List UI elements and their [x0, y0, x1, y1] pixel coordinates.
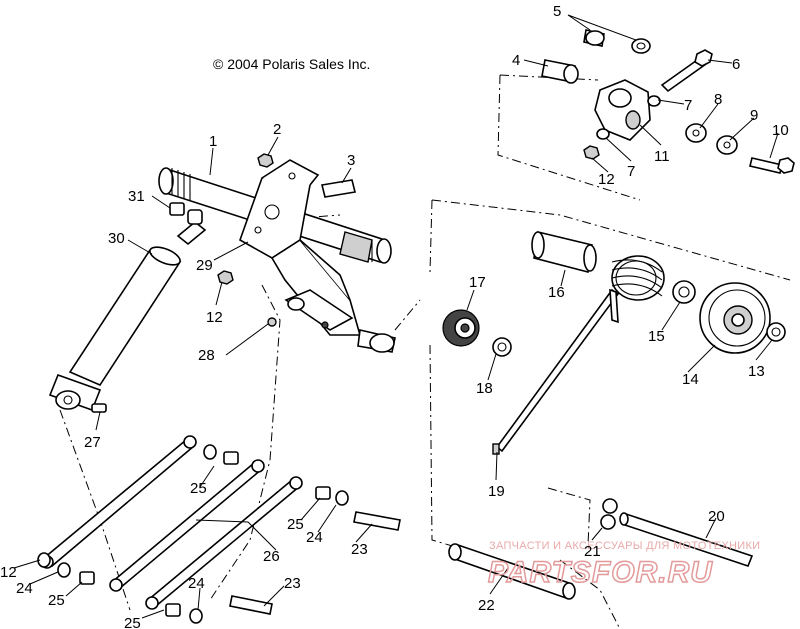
spring-end-19[interactable] — [492, 443, 500, 455]
bolt-31[interactable] — [169, 202, 185, 216]
callout-17: 17 — [469, 274, 486, 291]
callout-23-upper: 23 — [351, 541, 368, 558]
idler-17[interactable] — [442, 309, 480, 347]
shaft-20[interactable] — [619, 512, 754, 567]
callout-16: 16 — [548, 284, 565, 301]
watermark-logo: PARTSFOR.RU — [488, 556, 713, 589]
leader-lines — [13, 14, 779, 619]
torque-arm-bracket[interactable] — [239, 159, 396, 353]
washer-8[interactable] — [685, 123, 707, 143]
callout-28: 28 — [198, 347, 215, 364]
bolts-23[interactable] — [229, 511, 401, 615]
callout-12-lower: 12 — [0, 564, 17, 581]
pin-27[interactable] — [91, 403, 107, 413]
nut-12-bottom[interactable] — [37, 552, 51, 568]
callout-22: 22 — [478, 597, 495, 614]
callout-24-middle: 24 — [306, 529, 323, 546]
washer-13[interactable] — [766, 322, 786, 342]
spacer-16[interactable] — [531, 231, 597, 273]
callout-21: 21 — [584, 543, 601, 560]
callout-2: 2 — [273, 121, 281, 138]
spacer-4[interactable] — [541, 59, 579, 84]
callout-7-lower: 7 — [627, 163, 635, 180]
callout-1: 1 — [209, 133, 217, 150]
washers-21[interactable] — [600, 498, 618, 530]
pin-3[interactable] — [321, 179, 356, 198]
washers-7[interactable] — [596, 95, 661, 140]
callout-4: 4 — [512, 52, 520, 69]
callout-15: 15 — [648, 328, 665, 345]
bushings-25[interactable] — [79, 451, 331, 617]
washer-9[interactable] — [716, 135, 738, 155]
callout-7-upper: 7 — [684, 97, 692, 114]
callout-9: 9 — [750, 107, 758, 124]
washer-18[interactable] — [492, 337, 512, 357]
wheel-14[interactable] — [699, 282, 771, 354]
callout-5: 5 — [553, 3, 561, 20]
nut-12-right[interactable] — [583, 145, 600, 160]
bushings-5[interactable] — [583, 29, 651, 54]
callout-25-bottom: 25 — [124, 615, 141, 629]
callout-26: 26 — [263, 548, 280, 565]
nut-2[interactable] — [257, 153, 274, 168]
callout-6: 6 — [732, 56, 740, 73]
callout-24-left: 24 — [16, 580, 33, 597]
lower-rods[interactable] — [40, 435, 303, 610]
callout-25-upper: 25 — [190, 480, 207, 497]
callout-19: 19 — [488, 483, 505, 500]
copyright-text: © 2004 Polaris Sales Inc. — [213, 56, 370, 72]
callout-labels: 1 2 3 4 5 6 7 7 8 9 10 11 12 12 12 13 14… — [0, 3, 789, 629]
watermark-tagline: ЗАПЧАСТИ И АКСЕССУАРЫ ДЛЯ МОТОТЕХНИКИ — [489, 540, 760, 552]
callout-24-bottom: 24 — [188, 575, 205, 592]
callout-11: 11 — [654, 148, 670, 165]
callout-18: 18 — [476, 380, 493, 397]
torsion-spring[interactable] — [495, 255, 665, 453]
nut-12-left[interactable] — [217, 270, 234, 285]
callout-27: 27 — [84, 434, 101, 451]
callout-10: 10 — [772, 122, 789, 139]
grease-fitting-28[interactable] — [267, 317, 277, 327]
tube-22[interactable] — [448, 543, 576, 600]
callout-13: 13 — [748, 363, 765, 380]
callout-12-upper: 12 — [598, 171, 615, 188]
shock-absorber[interactable] — [48, 209, 207, 412]
washers-24[interactable] — [57, 444, 349, 624]
pivot-arm-11[interactable] — [594, 79, 651, 141]
callout-20: 20 — [708, 508, 725, 525]
callout-30: 30 — [108, 230, 125, 247]
bolt-10[interactable] — [749, 157, 795, 174]
callout-12-middle: 12 — [206, 309, 223, 326]
bolt-6[interactable] — [660, 49, 713, 93]
callout-25-left: 25 — [48, 592, 65, 609]
callout-31: 31 — [128, 188, 145, 205]
callout-14: 14 — [682, 371, 699, 388]
callout-3: 3 — [347, 152, 355, 169]
washer-15[interactable] — [672, 280, 696, 304]
callout-8: 8 — [714, 91, 722, 108]
watermark: ЗАПЧАСТИ И АКСЕССУАРЫ ДЛЯ МОТОТЕХНИКИ PA… — [487, 540, 760, 590]
callout-25-middle: 25 — [287, 516, 304, 533]
callout-29: 29 — [196, 257, 213, 274]
callout-23-lower: 23 — [284, 575, 301, 592]
